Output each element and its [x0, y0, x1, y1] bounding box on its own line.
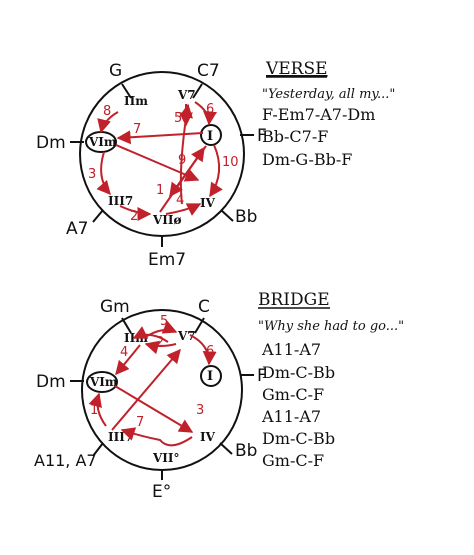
bridge-progression-4: A11-A7 [261, 407, 321, 426]
verse-step-9: 9 [178, 153, 186, 168]
verse-progression-1: F-Em7-A7-Dm [262, 105, 375, 124]
verse-circle [79, 71, 245, 237]
verse-label-a7: A7 [66, 219, 88, 239]
verse-step-3: 3 [88, 167, 96, 182]
bridge-roman-iv: IV [200, 430, 216, 444]
verse-arrow-5 [165, 203, 202, 216]
verse-step-5: 5 [174, 111, 182, 126]
verse-step-6: 6 [206, 102, 214, 117]
verse-step-4: 4 [176, 193, 184, 208]
verse-arrows [96, 101, 223, 221]
verse-roman-iv: IV [200, 196, 216, 210]
bridge-arrow-7 [120, 427, 193, 447]
verse-step-8: 8 [103, 104, 111, 119]
bridge-ticks [70, 317, 254, 480]
verse-arrow-3 [96, 151, 111, 196]
verse-label-f: F [257, 126, 267, 146]
bridge-arrows [88, 320, 217, 447]
bridge-circle [81, 309, 243, 471]
verse-label-bb: Bb [235, 207, 257, 227]
bridge-step-6: 6 [206, 344, 214, 359]
bridge-roman-vi: VIm [89, 375, 118, 389]
verse-step-7: 7 [133, 122, 141, 137]
verse-arrow-8 [194, 101, 218, 126]
bridge-label-f: F [257, 366, 267, 386]
bridge-label-dm: Dm [36, 372, 66, 392]
verse-roman-vi: VIm [88, 135, 117, 149]
verse-quote: "Yesterday, all my..." [262, 87, 395, 102]
bridge-arrow-8 [88, 392, 107, 427]
bridge-arrow-5 [132, 326, 169, 343]
verse-step-1: 1 [156, 183, 164, 198]
bridge-arrow-6 [114, 385, 194, 433]
verse-label-dm: Dm [36, 133, 66, 153]
verse-ticks [70, 83, 254, 247]
verse-circle-diagram: G C7 Dm F A7 Bb Em7 IIm V7 VIm I III7 IV… [36, 61, 267, 270]
bridge-step-4: 4 [120, 345, 128, 360]
verse-notes: VERSE "Yesterday, all my..." F-Em7-A7-Dm… [262, 59, 395, 169]
bridge-notes: BRIDGE "Why she had to go..." A11-A7 Dm-… [258, 290, 404, 470]
bridge-step-1: 1 [90, 403, 98, 418]
verse-roman-v: V7 [177, 88, 196, 102]
verse-roman-ii: IIm [124, 94, 148, 108]
bridge-arrow-3 [115, 344, 141, 376]
bridge-progression-1: A11-A7 [261, 340, 321, 359]
verse-arrow-10 [209, 144, 223, 198]
verse-arrow-9 [169, 145, 207, 198]
bridge-progression-3: Gm-C-F [262, 385, 324, 404]
verse-arrow-12 [179, 103, 193, 205]
bridge-progression-5: Dm-C-Bb [262, 429, 335, 448]
verse-roman-vii: VIIø [152, 213, 182, 227]
bridge-quote: "Why she had to go..." [258, 319, 404, 334]
verse-label-em7: Em7 [148, 250, 186, 270]
verse-heading: VERSE [265, 59, 328, 79]
bridge-progression-2: Dm-C-Bb [262, 363, 335, 382]
verse-label-g: G [109, 61, 122, 81]
bridge-roman-vii: VII° [152, 451, 180, 465]
bridge-label-a7: A11, A7 [34, 451, 97, 470]
verse-arrow-2 [115, 144, 200, 182]
bridge-arrow-9 [111, 348, 181, 431]
verse-arrow-4 [119, 205, 152, 221]
verse-roman-i: I [207, 129, 213, 144]
verse-step-2: 2 [130, 209, 138, 224]
bridge-step-2: 2 [156, 335, 164, 350]
bridge-circle-diagram: Gm C Dm F A11, A7 Bb E° IIm V7 VIm I III… [34, 297, 267, 502]
bridge-label-c: C [198, 297, 210, 317]
bridge-vi-circle [86, 371, 118, 393]
verse-progression-3: Dm-G-Bb-F [262, 150, 352, 169]
verse-label-c7: C7 [197, 61, 220, 81]
verse-arrow-1 [116, 130, 204, 145]
bridge-i-circle [200, 365, 222, 387]
bridge-label-bb: Bb [235, 441, 257, 461]
bridge-step-7: 7 [136, 415, 144, 430]
bridge-arrow-2 [144, 340, 177, 355]
bridge-progression-6: Gm-C-F [262, 451, 324, 470]
verse-step-10: 10 [222, 155, 239, 170]
bridge-heading: BRIDGE [258, 290, 330, 310]
bridge-arrow-4 [189, 334, 217, 366]
bridge-step-3: 3 [196, 403, 204, 418]
bridge-roman-v: V7 [177, 329, 196, 343]
verse-roman-iii: III7 [108, 194, 133, 208]
bridge-label-eo: E° [152, 482, 171, 502]
bridge-label-gm: Gm [100, 297, 130, 317]
bridge-step-5: 5 [160, 314, 168, 329]
bridge-roman-i: I [207, 369, 213, 384]
verse-progression-2: Bb-C7-F [262, 127, 328, 146]
verse-arrow-11 [97, 111, 119, 134]
